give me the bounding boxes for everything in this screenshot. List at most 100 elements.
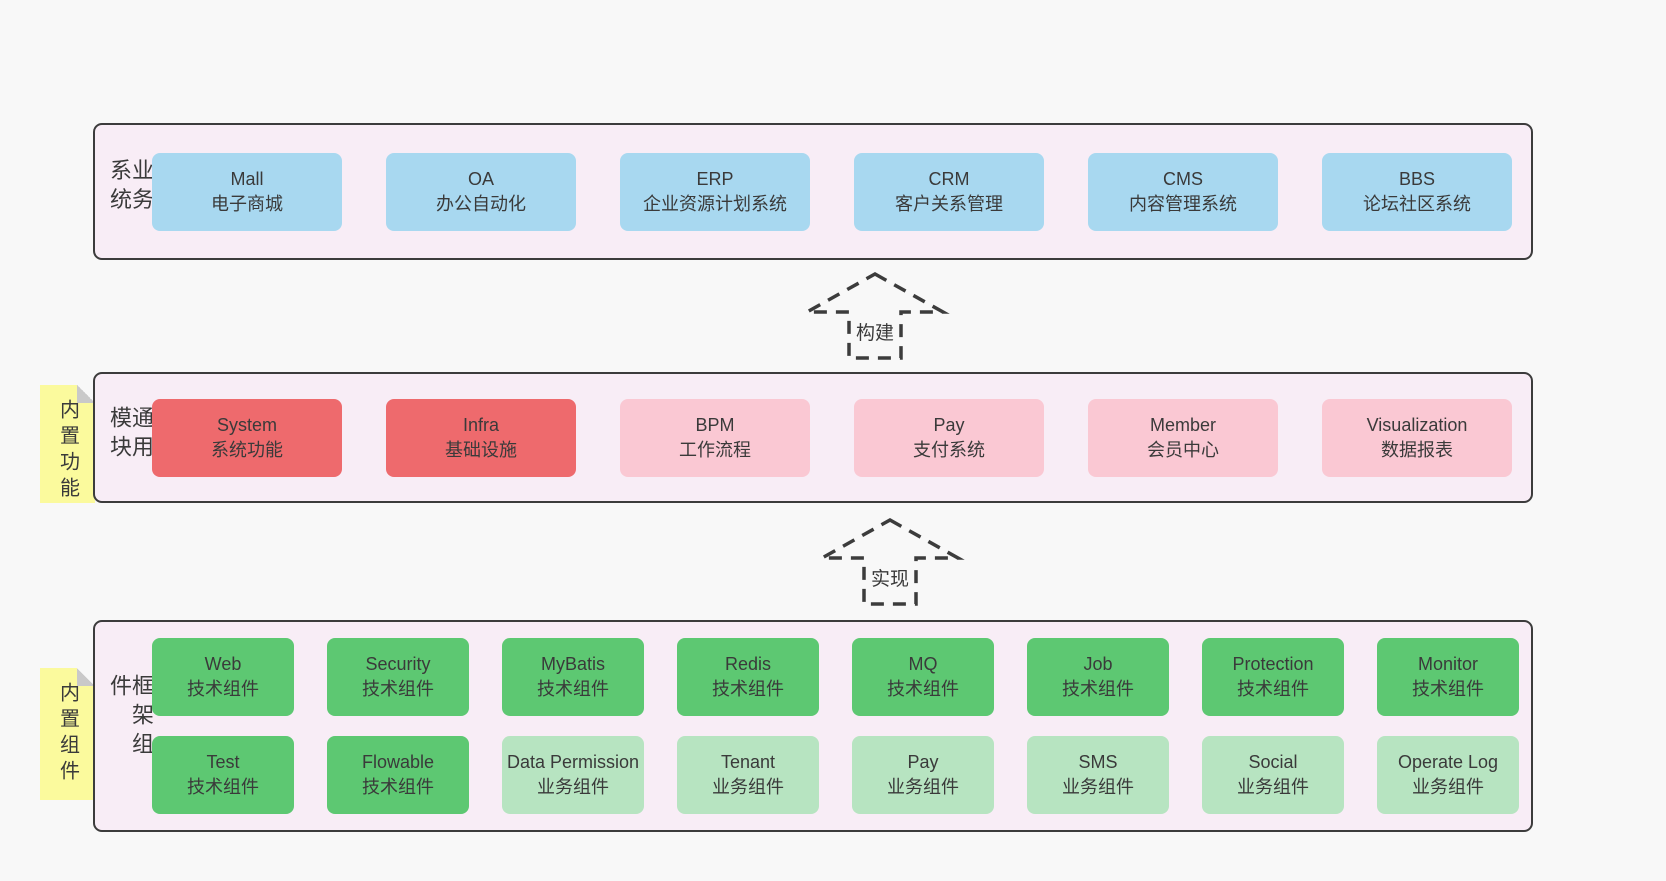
box-infra: Infra 基础设施: [386, 398, 576, 477]
sticky-note-label: 内置组件: [56, 682, 79, 786]
box-mall: Mall 电子商城: [152, 152, 342, 231]
box-subtitle: 业务组件: [1237, 777, 1309, 797]
box-subtitle: 技术组件: [1237, 679, 1309, 699]
folded-corner: [77, 668, 95, 686]
layer-label-framework-components: 框架组件: [107, 674, 154, 761]
box-crm: CRM 客户关系管理: [854, 152, 1044, 231]
box-data-permission: Data Permission 业务组件: [502, 736, 644, 814]
box-title: Tenant: [720, 752, 776, 772]
box-mq: MQ 技术组件: [852, 638, 994, 716]
box-cms: CMS 内容管理系统: [1088, 152, 1278, 231]
box-subtitle: 内容管理系统: [1129, 193, 1237, 214]
box-subtitle: 支付系统: [913, 439, 985, 460]
box-subtitle: 基础设施: [445, 439, 517, 460]
box-job: Job 技术组件: [1027, 638, 1169, 716]
box-title: Flowable: [361, 752, 435, 772]
box-oa: OA 办公自动化: [386, 152, 576, 231]
box-subtitle: 技术组件: [1062, 679, 1134, 699]
box-protection: Protection 技术组件: [1202, 638, 1344, 716]
box-test: Test 技术组件: [152, 736, 294, 814]
up-arrow-outline: [800, 271, 950, 360]
box-subtitle: 技术组件: [537, 679, 609, 699]
implement-arrow: 实现: [815, 517, 965, 606]
box-title: Operate Log: [1397, 752, 1499, 772]
box-subtitle: 系统功能: [211, 439, 283, 460]
layer-label-business-systems: 业务系统: [107, 158, 154, 217]
box-title: MyBatis: [540, 654, 605, 674]
box-subtitle: 办公自动化: [436, 193, 526, 214]
box-subtitle: 企业资源计划系统: [643, 193, 787, 214]
box-title: MQ: [908, 654, 938, 674]
common-modules-row: System 系统功能 Infra 基础设施 BPM 工作流程 Pay 支付系统…: [152, 398, 1512, 477]
box-title: Infra: [462, 414, 500, 435]
framework-components-grid: Web 技术组件 Security 技术组件 MyBatis 技术组件 Redi…: [152, 638, 1519, 814]
box-title: Web: [204, 654, 242, 674]
box-title: BBS: [1398, 168, 1436, 189]
box-title: Social: [1248, 752, 1298, 772]
box-redis: Redis 技术组件: [677, 638, 819, 716]
box-monitor: Monitor 技术组件: [1377, 638, 1519, 716]
box-member: Member 会员中心: [1088, 398, 1278, 477]
arrow-label-backdrop: [852, 318, 898, 346]
box-subtitle: 业务组件: [537, 777, 609, 797]
box-subtitle: 数据报表: [1381, 439, 1453, 460]
box-subtitle: 论坛社区系统: [1363, 193, 1471, 214]
box-title: Job: [1083, 654, 1113, 674]
box-title: Monitor: [1417, 654, 1479, 674]
box-sms: SMS 业务组件: [1027, 736, 1169, 814]
box-mybatis: MyBatis 技术组件: [502, 638, 644, 716]
box-subtitle: 工作流程: [679, 439, 751, 460]
box-pay: Pay 支付系统: [854, 398, 1044, 477]
box-title: CRM: [928, 168, 970, 189]
box-operate-log: Operate Log 业务组件: [1377, 736, 1519, 814]
box-subtitle: 业务组件: [1062, 777, 1134, 797]
box-subtitle: 技术组件: [1412, 679, 1484, 699]
layer-common-modules: 通用模块 System 系统功能 Infra 基础设施 BPM 工作流程 Pay…: [93, 372, 1533, 503]
box-title: System: [216, 414, 277, 435]
box-bbs: BBS 论坛社区系统: [1322, 152, 1512, 231]
box-title: SMS: [1078, 752, 1118, 772]
framework-row-2: Test 技术组件 Flowable 技术组件 Data Permission …: [152, 736, 1519, 814]
box-subtitle: 电子商城: [211, 193, 283, 214]
sticky-note-builtin-features: 内置功能: [40, 385, 95, 503]
box-title: Pay: [933, 414, 965, 435]
arrow-label: 实现: [871, 568, 909, 590]
box-subtitle: 客户关系管理: [895, 193, 1003, 214]
box-tenant: Tenant 业务组件: [677, 736, 819, 814]
box-title: Protection: [1232, 654, 1314, 674]
sticky-note-builtin-components: 内置组件: [40, 668, 95, 800]
box-subtitle: 技术组件: [712, 679, 784, 699]
box-subtitle: 技术组件: [887, 679, 959, 699]
box-social: Social 业务组件: [1202, 736, 1344, 814]
box-title: OA: [467, 168, 494, 189]
box-erp: ERP 企业资源计划系统: [620, 152, 810, 231]
arrow-label-backdrop: [867, 564, 913, 592]
box-title: BPM: [695, 414, 735, 435]
box-title: Security: [365, 654, 431, 674]
box-subtitle: 技术组件: [187, 679, 259, 699]
box-bpm: BPM 工作流程: [620, 398, 810, 477]
box-title: Mall: [230, 168, 264, 189]
box-title: Test: [206, 752, 240, 772]
layer-business-systems: 业务系统 Mall 电子商城 OA 办公自动化 ERP 企业资源计划系统 CRM…: [93, 123, 1533, 260]
box-title: Data Permission: [506, 752, 640, 772]
layer-framework-components: 框架组件 Web 技术组件 Security 技术组件 MyBatis 技术组件…: [93, 620, 1533, 832]
build-arrow: 构建: [800, 271, 950, 360]
box-subtitle: 业务组件: [712, 777, 784, 797]
layer-label-common-modules: 通用模块: [107, 405, 154, 464]
box-subtitle: 技术组件: [187, 777, 259, 797]
box-title: Pay: [907, 752, 939, 772]
up-arrow-outline: [815, 517, 965, 606]
box-subtitle: 业务组件: [1412, 777, 1484, 797]
box-subtitle: 技术组件: [362, 777, 434, 797]
folded-corner: [77, 385, 95, 403]
box-web: Web 技术组件: [152, 638, 294, 716]
box-title: Redis: [724, 654, 772, 674]
box-subtitle: 业务组件: [887, 777, 959, 797]
box-title: ERP: [696, 168, 734, 189]
arrow-label: 构建: [856, 322, 894, 344]
box-flowable: Flowable 技术组件: [327, 736, 469, 814]
box-pay-business: Pay 业务组件: [852, 736, 994, 814]
box-subtitle: 技术组件: [362, 679, 434, 699]
